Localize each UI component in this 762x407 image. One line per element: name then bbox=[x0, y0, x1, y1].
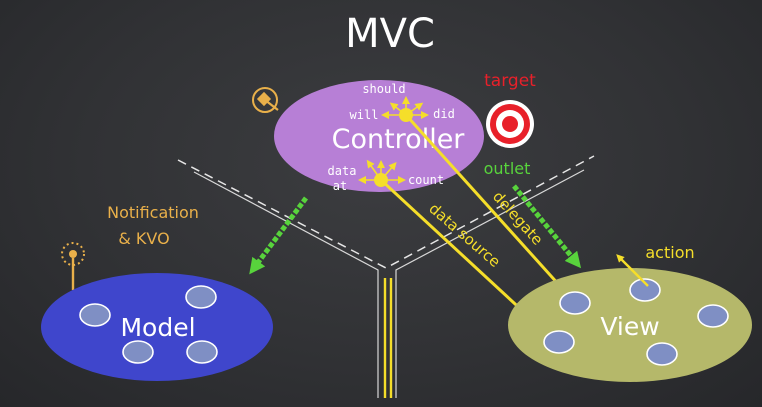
count-label: count bbox=[408, 173, 444, 187]
controller-ellipse bbox=[274, 80, 484, 192]
view-subviews bbox=[543, 278, 729, 366]
model-subview bbox=[186, 340, 218, 364]
outlet-label: outlet bbox=[484, 159, 531, 178]
kvo-label: & KVO bbox=[118, 229, 169, 248]
action-label: action bbox=[645, 243, 694, 262]
target-icon bbox=[486, 100, 534, 148]
model-subview bbox=[122, 340, 154, 364]
model-subview bbox=[185, 285, 217, 309]
model-subviews bbox=[79, 285, 218, 364]
model-subview bbox=[79, 303, 111, 327]
action-arrow bbox=[616, 254, 649, 287]
view-subview bbox=[646, 342, 678, 366]
delegate-line bbox=[404, 113, 580, 308]
nozzle-icon bbox=[252, 87, 279, 113]
data-label: data bbox=[328, 164, 357, 178]
at-label: at bbox=[333, 179, 347, 193]
radio-antenna-icon bbox=[61, 242, 85, 290]
view-subview bbox=[697, 304, 729, 328]
slide-title: MVC bbox=[345, 11, 435, 57]
view-subview bbox=[543, 330, 575, 354]
controller-label: Controller bbox=[332, 124, 466, 155]
should-label: should bbox=[362, 82, 405, 96]
outlet-arrow bbox=[512, 184, 582, 269]
view-subview bbox=[629, 278, 661, 302]
controller-to-model-arrow bbox=[249, 196, 309, 275]
did-label: did bbox=[433, 107, 455, 121]
target-label: target bbox=[484, 71, 536, 91]
view-label: View bbox=[600, 312, 659, 341]
view-subview bbox=[559, 291, 591, 315]
road-lines bbox=[177, 155, 595, 398]
will-label: will bbox=[350, 108, 379, 122]
notification-label: Notification bbox=[107, 203, 199, 222]
model-label: Model bbox=[120, 313, 195, 342]
